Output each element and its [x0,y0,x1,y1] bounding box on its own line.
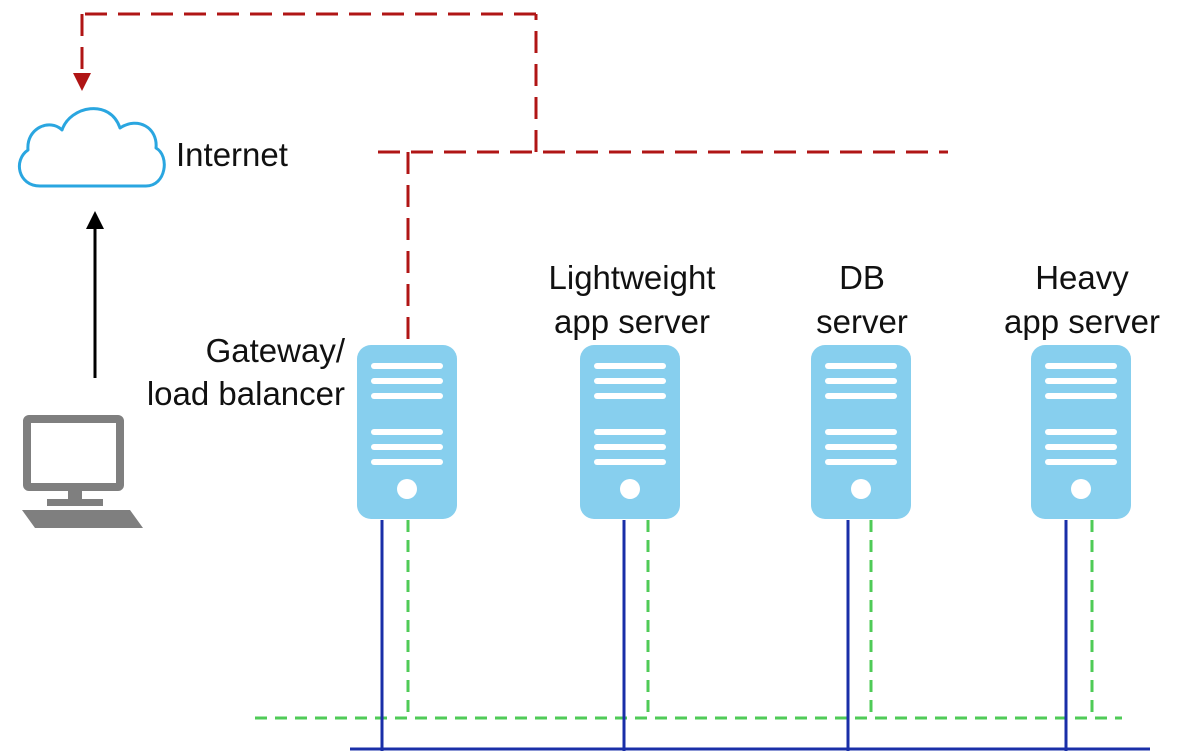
lightweight-server-icon [580,345,680,519]
lightweight-label-line1: Lightweight [549,259,716,296]
db-server-icon [811,345,911,519]
heavy-label-line2: app server [1004,303,1160,340]
desktop-computer-icon [22,415,143,528]
gateway-server-icon [357,345,457,519]
private-network-blue [350,520,1150,751]
internet-link [73,12,948,345]
internet-label: Internet [176,136,288,173]
db-label-line1: DB [839,259,885,296]
lightweight-label-line2: app server [554,303,710,340]
gateway-label-line1: Gateway/ [206,332,346,369]
private-network-green [255,520,1122,720]
heavy-label-line1: Heavy [1035,259,1129,296]
heavy-server-icon [1031,345,1131,519]
gateway-label-line2: load balancer [147,375,345,412]
db-label-line2: server [816,303,908,340]
cloud-icon [18,107,166,188]
